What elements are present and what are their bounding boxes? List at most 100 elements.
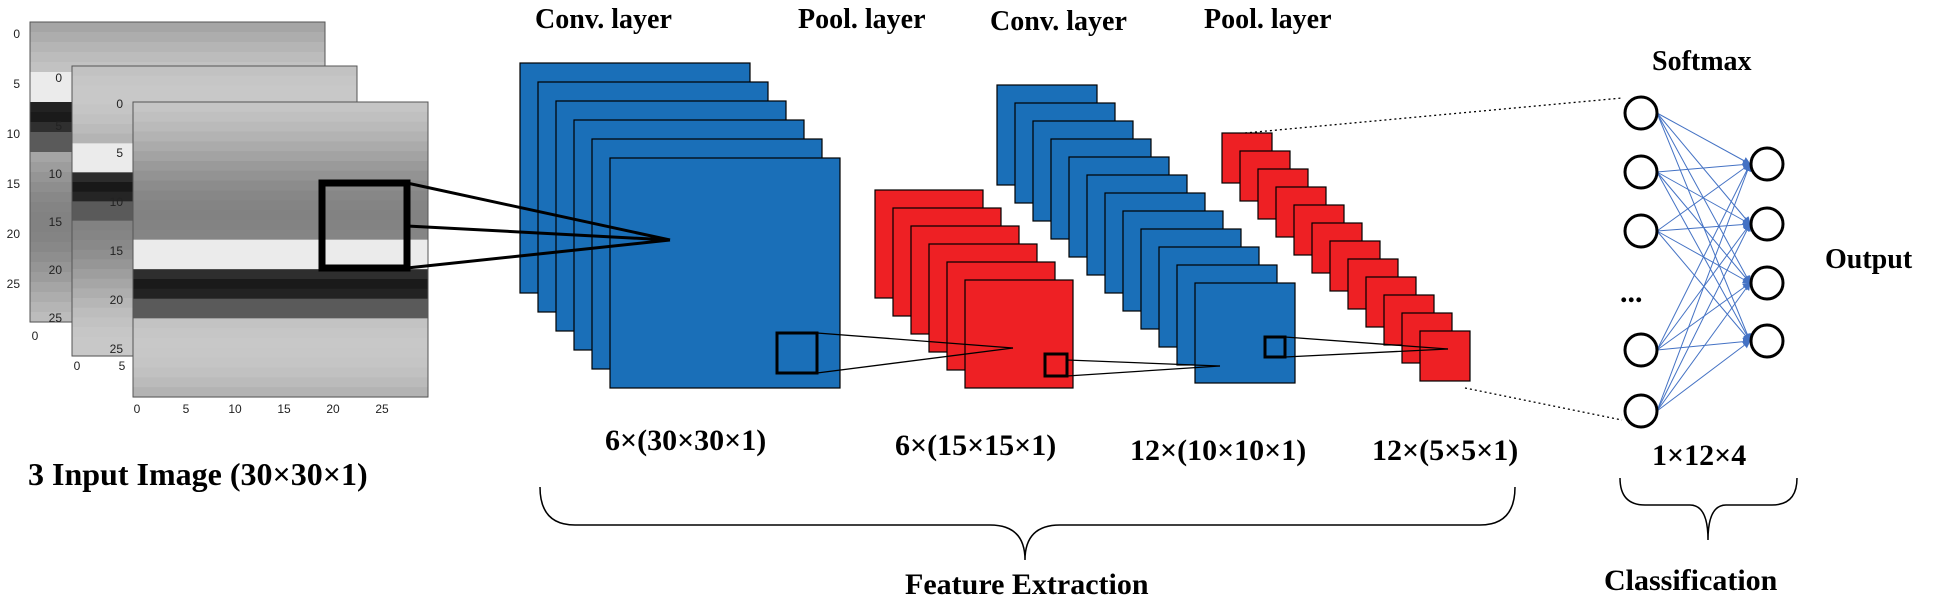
input-pixel-row [133,377,428,388]
input-pixel-row [133,269,428,280]
input-pixel-row [133,161,428,172]
middle-y-tick-label: 5 [55,119,62,133]
back-y-tick-label: 0 [13,27,20,41]
fc-connection-line [1656,340,1751,412]
input-pixel-row [133,131,428,142]
fc-connection-line [1656,160,1751,173]
pool2-stack-map [1419,330,1471,382]
pool1-stack-map [964,279,1074,389]
back-y-tick-label: 20 [7,227,21,241]
input-pixel-row [133,318,428,329]
softmax-dim-label: 1×12×4 [1652,439,1746,472]
fc-connection-line [1656,337,1751,351]
front-x-tick-label: 5 [183,402,190,416]
output-node [1749,206,1785,242]
output-node [1749,265,1785,301]
front-y-tick-label: 0 [116,97,123,111]
input-pixel-row [133,210,428,221]
fc-connection-line [1656,223,1751,412]
input-pixel-row [133,249,428,260]
pool2-to-softmax-top-dotted [1244,97,1623,134]
input-pixel-row [133,357,428,369]
feature-extraction-label: Feature Extraction [905,568,1149,601]
conv1-kernel-box [775,331,819,375]
front-x-tick-label: 15 [277,402,291,416]
pool1-dim-label: 6×(15×15×1) [895,429,1056,462]
conv1-to-pool1-line [816,332,1014,349]
input-pixel-row [133,151,428,162]
front-y-tick-label: 15 [110,244,124,258]
front-y-tick-label: 5 [116,146,123,160]
input-pixel-row [30,52,325,63]
input-pixel-row [133,328,428,339]
pool1-stack [874,189,1074,389]
pool1-kernel-box [1043,352,1069,378]
conv1-stack-map [609,157,841,389]
back-y-tick-label: 5 [13,77,20,91]
input-pixel-row [133,308,428,319]
feature-extraction-brace [539,486,1516,561]
input-pixel-row [133,298,428,310]
front-x-tick-label: 10 [228,402,242,416]
conv1-to-pool1-line [816,347,1014,374]
input-pixel-row [133,190,428,201]
input-pixel-row [133,279,428,290]
input-panel-frame [132,101,429,398]
input-pixel-row [133,111,428,123]
fully-connected-network [1623,95,1785,429]
front-y-tick-label: 20 [110,293,124,307]
receptive-field-lines [406,97,1623,421]
input-receptive-field-box [318,179,411,272]
input-to-conv1-line [406,224,671,242]
softmax-node [1623,393,1659,429]
conv2-to-pool2-line [1284,336,1449,350]
conv2-to-pool2-line [1284,348,1449,358]
input-pixel-row [133,387,428,398]
output-label: Output [1825,244,1913,275]
fc-connection-line [1656,163,1751,232]
input-pixel-row [72,75,357,86]
fc-connection-line [1656,230,1751,342]
fc-connection-line [1656,112,1751,165]
softmax-node [1623,154,1659,190]
softmax-node [1623,213,1659,249]
fc-connection-line [1656,163,1752,412]
input-pixel-row [133,229,428,241]
input-pixel-row [133,347,428,359]
input-pixel-row [72,85,357,96]
input-pixel-row [133,121,428,133]
input-pixel-row [133,220,428,231]
fc-connection-line [1656,163,1751,351]
input-pixel-row [72,66,357,77]
pool1-to-conv2-line [1066,359,1221,367]
middle-x-tick-label: 5 [119,359,126,373]
input-to-conv1-line [406,238,671,270]
input-pixel-row [133,102,428,113]
input-pixel-row [133,180,428,192]
input-pixel-row [133,170,428,182]
fc-connection-line [1656,282,1751,412]
middle-y-tick-label: 10 [49,167,63,181]
classification-label: Classification [1604,564,1778,597]
classification-brace [1619,477,1798,541]
middle-y-tick-label: 20 [49,263,63,277]
conv2-label: Conv. layer [990,6,1127,37]
input-panel-front [132,101,429,398]
pool2-stack [1221,132,1471,382]
back-y-tick-label: 10 [7,127,21,141]
ellipsis-label: ... [1620,276,1643,309]
softmax-node [1623,95,1659,131]
pool2-label: Pool. layer [1204,4,1332,35]
input-pixel-row [133,259,428,270]
conv2-dim-label: 12×(10×10×1) [1130,434,1306,467]
conv2-kernel-box [1263,335,1287,359]
conv2-stack-map [1194,282,1296,384]
conv2-stack [996,84,1296,384]
conv1-stack [519,62,841,389]
middle-y-tick-label: 25 [49,311,63,325]
softmax-label: Softmax [1652,46,1752,77]
input-pixel-row [30,42,325,53]
middle-x-tick-label: 0 [74,359,81,373]
